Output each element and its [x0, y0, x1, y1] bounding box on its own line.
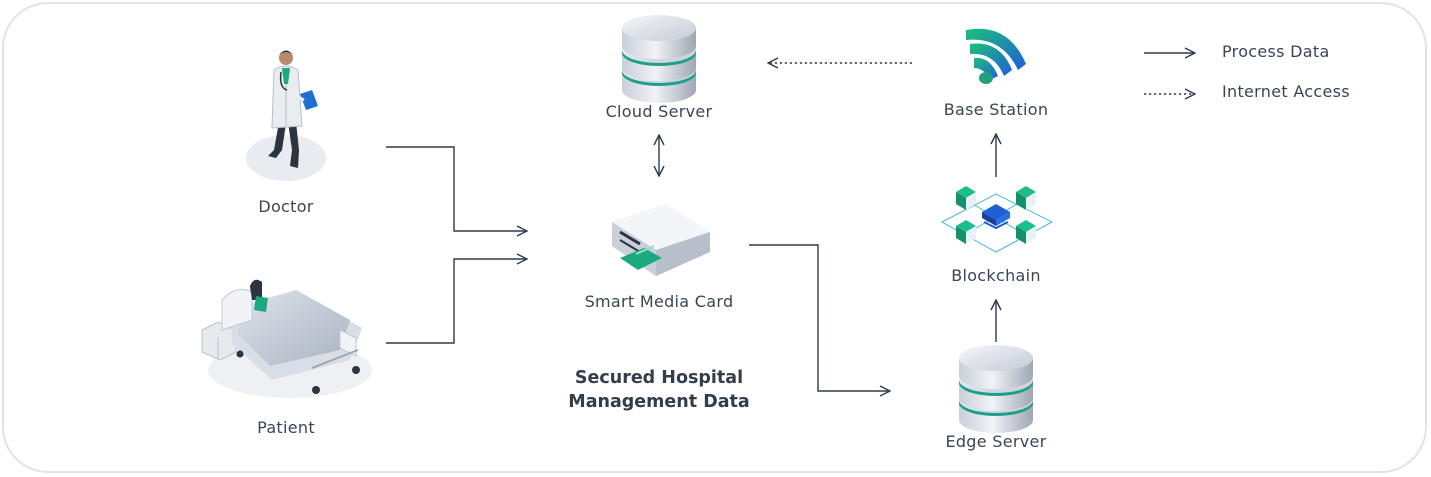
wifi-signal-icon [966, 28, 1026, 84]
connector-doctor-to-card [386, 146, 527, 231]
edge-server-database-icon [959, 345, 1033, 433]
patient-bed-icon [201, 279, 372, 398]
node-label-edge-server: Edge Server [945, 432, 1047, 451]
node-label-base-station: Base Station [943, 100, 1049, 119]
caption-line-1: Secured Hospital [574, 368, 744, 388]
connector-patient-to-card [386, 259, 527, 344]
cloud-server-database-icon [622, 15, 696, 103]
connector-card-to-edge-server [749, 244, 890, 391]
node-label-smart-media-card: Smart Media Card [584, 292, 734, 311]
node-label-blockchain: Blockchain [951, 266, 1041, 285]
legend-label-process-data: Process Data [1222, 42, 1330, 61]
card-reader-icon [612, 204, 710, 276]
node-label-patient: Patient [257, 418, 315, 437]
doctor-figure-icon [246, 50, 326, 181]
legend-label-internet-access: Internet Access [1222, 82, 1350, 101]
caption-line-2: Management Data [568, 392, 750, 412]
node-label-cloud-server: Cloud Server [605, 102, 713, 121]
diagram-caption: Secured Hospital Management Data [568, 366, 749, 414]
node-label-doctor: Doctor [258, 197, 314, 216]
blockchain-network-icon [940, 186, 1054, 253]
